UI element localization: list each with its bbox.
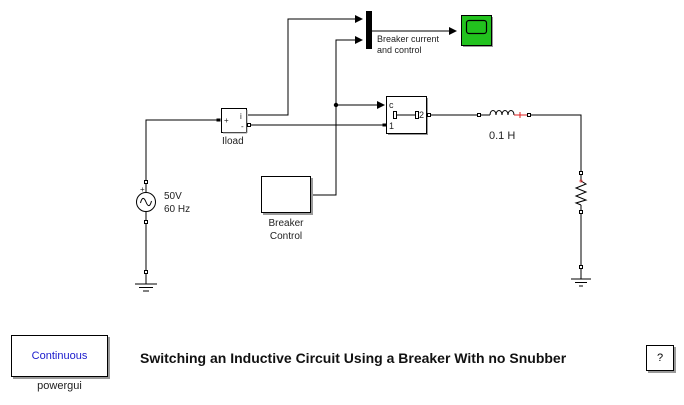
- wire-source-to-iload: [145, 119, 218, 182]
- wire-junction: [333, 102, 339, 108]
- scope-block[interactable]: [461, 15, 494, 48]
- breaker-control-label-line2: Control: [269, 231, 303, 242]
- iload-port-plus: +: [224, 116, 229, 125]
- iload-port-i: i: [240, 112, 242, 121]
- mux-block[interactable]: [366, 11, 372, 49]
- powergui-label: powergui: [37, 380, 82, 392]
- source-plus-sign: +: [140, 185, 145, 194]
- powergui-mode-text: Continuous: [31, 350, 88, 362]
- breaker-control-label: Breaker Control: [256, 217, 316, 243]
- mux-label-line2: and control: [377, 45, 422, 55]
- mux-label-line1: Breaker current: [377, 34, 440, 44]
- resistor[interactable]: [574, 171, 588, 214]
- help-question-icon: ?: [656, 352, 664, 364]
- breaker-port-c: c: [389, 100, 394, 110]
- mux-label: Breaker current and control: [377, 34, 439, 56]
- diagram-title: Switching an Inductive Circuit Using a B…: [140, 350, 567, 366]
- powergui-block[interactable]: Continuous: [11, 335, 108, 377]
- wire-control-to-mux: [312, 36, 363, 196]
- ac-voltage-source[interactable]: [136, 180, 156, 224]
- ground-right[interactable]: [571, 265, 591, 287]
- breaker-port-1: 1: [389, 121, 395, 131]
- breaker-port-2: 2: [419, 110, 425, 120]
- wire-inductor-to-resistor: [530, 114, 582, 172]
- iload-label: Iload: [222, 136, 244, 147]
- source-frequency-label: 60 Hz: [164, 204, 191, 215]
- breaker-control-label-line1: Breaker: [268, 218, 304, 229]
- wires: [145, 15, 582, 272]
- inductor-label: 0.1 H: [489, 130, 516, 142]
- scope-screen-icon: [465, 19, 488, 35]
- ground-left[interactable]: [135, 270, 157, 292]
- help-button[interactable]: ?: [646, 345, 674, 371]
- breaker-block[interactable]: [382, 96, 431, 136]
- inductor[interactable]: [477, 110, 531, 119]
- wire-iload-to-mux: [248, 15, 363, 116]
- iload-port-minus: -: [241, 122, 244, 131]
- source-voltage-label: 50V: [164, 191, 182, 202]
- breaker-control-block[interactable]: [261, 176, 314, 216]
- iload-block[interactable]: [216, 108, 251, 134]
